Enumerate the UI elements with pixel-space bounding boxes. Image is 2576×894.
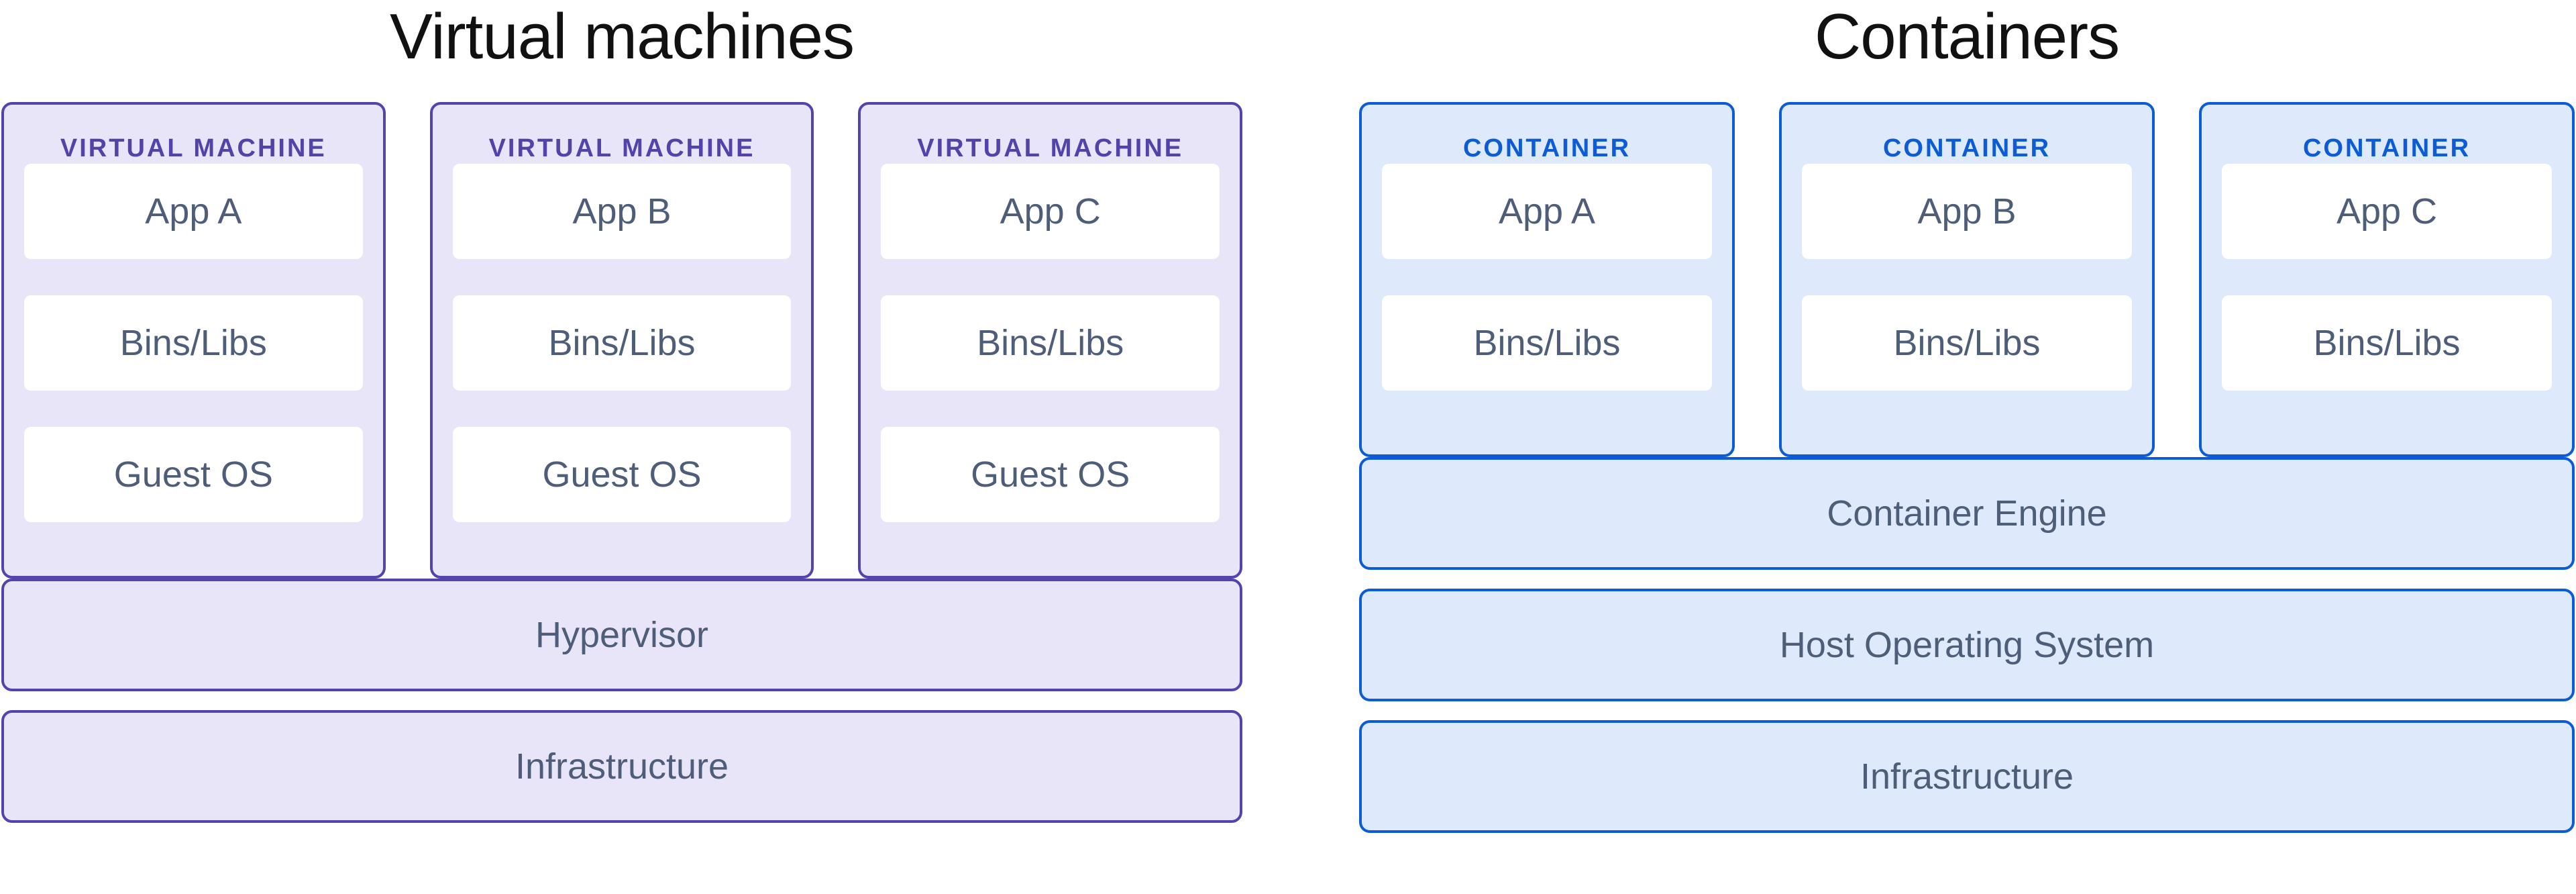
ct-infrastructure-layer: Infrastructure xyxy=(1359,720,2575,833)
vm-card-2-binslibs-slot: Bins/Libs xyxy=(452,295,792,391)
vm-infrastructure-layer: Infrastructure xyxy=(1,710,1242,823)
containers-title: Containers xyxy=(1814,1,2120,72)
container-card-2: CONTAINER App B Bins/Libs xyxy=(1779,102,2155,457)
vm-card-1-app-slot: App A xyxy=(24,164,363,259)
container-card-3-app-slot: App C xyxy=(2222,164,2552,259)
container-card-3-header: CONTAINER xyxy=(2302,134,2471,162)
container-engine-layer: Container Engine xyxy=(1359,457,2575,570)
container-card-1-header: CONTAINER xyxy=(1462,134,1631,162)
container-card-3-binslibs-slot: Bins/Libs xyxy=(2222,295,2552,391)
vm-card-2: VIRTUAL MACHINE App B Bins/Libs Guest OS xyxy=(429,102,814,579)
vm-card-1-header: VIRTUAL MACHINE xyxy=(60,134,327,162)
vm-card-3-guestos-slot: Guest OS xyxy=(881,427,1220,522)
container-card-1-app-slot: App A xyxy=(1382,164,1712,259)
vm-cards-row: VIRTUAL MACHINE App A Bins/Libs Guest OS… xyxy=(1,102,1243,579)
container-card-2-header: CONTAINER xyxy=(1882,134,2051,162)
vm-card-3-header: VIRTUAL MACHINE xyxy=(917,134,1184,162)
hypervisor-layer: Hypervisor xyxy=(1,579,1242,691)
container-card-2-binslibs-slot: Bins/Libs xyxy=(1802,295,2132,391)
vm-card-1: VIRTUAL MACHINE App A Bins/Libs Guest OS xyxy=(1,102,386,579)
virtual-machines-section: Virtual machines VIRTUAL MACHINE App A B… xyxy=(1,0,1243,823)
container-card-1: CONTAINER App A Bins/Libs xyxy=(1359,102,1735,457)
container-cards-row: CONTAINER App A Bins/Libs CONTAINER App … xyxy=(1359,102,2575,457)
vm-card-2-guestos-slot: Guest OS xyxy=(452,427,792,522)
container-card-2-app-slot: App B xyxy=(1802,164,2132,259)
host-operating-system-layer: Host Operating System xyxy=(1359,589,2575,701)
containers-section: Containers CONTAINER App A Bins/Libs CON… xyxy=(1359,0,2575,833)
container-card-1-binslibs-slot: Bins/Libs xyxy=(1382,295,1712,391)
vm-card-2-header: VIRTUAL MACHINE xyxy=(488,134,755,162)
vm-card-3: VIRTUAL MACHINE App C Bins/Libs Guest OS xyxy=(858,102,1243,579)
vm-card-3-binslibs-slot: Bins/Libs xyxy=(881,295,1220,391)
virtual-machines-title: Virtual machines xyxy=(390,1,855,72)
vm-card-1-binslibs-slot: Bins/Libs xyxy=(24,295,363,391)
container-card-3: CONTAINER App C Bins/Libs xyxy=(2199,102,2575,457)
vm-card-3-app-slot: App C xyxy=(881,164,1220,259)
vm-card-2-app-slot: App B xyxy=(452,164,792,259)
vm-card-1-guestos-slot: Guest OS xyxy=(24,427,363,522)
